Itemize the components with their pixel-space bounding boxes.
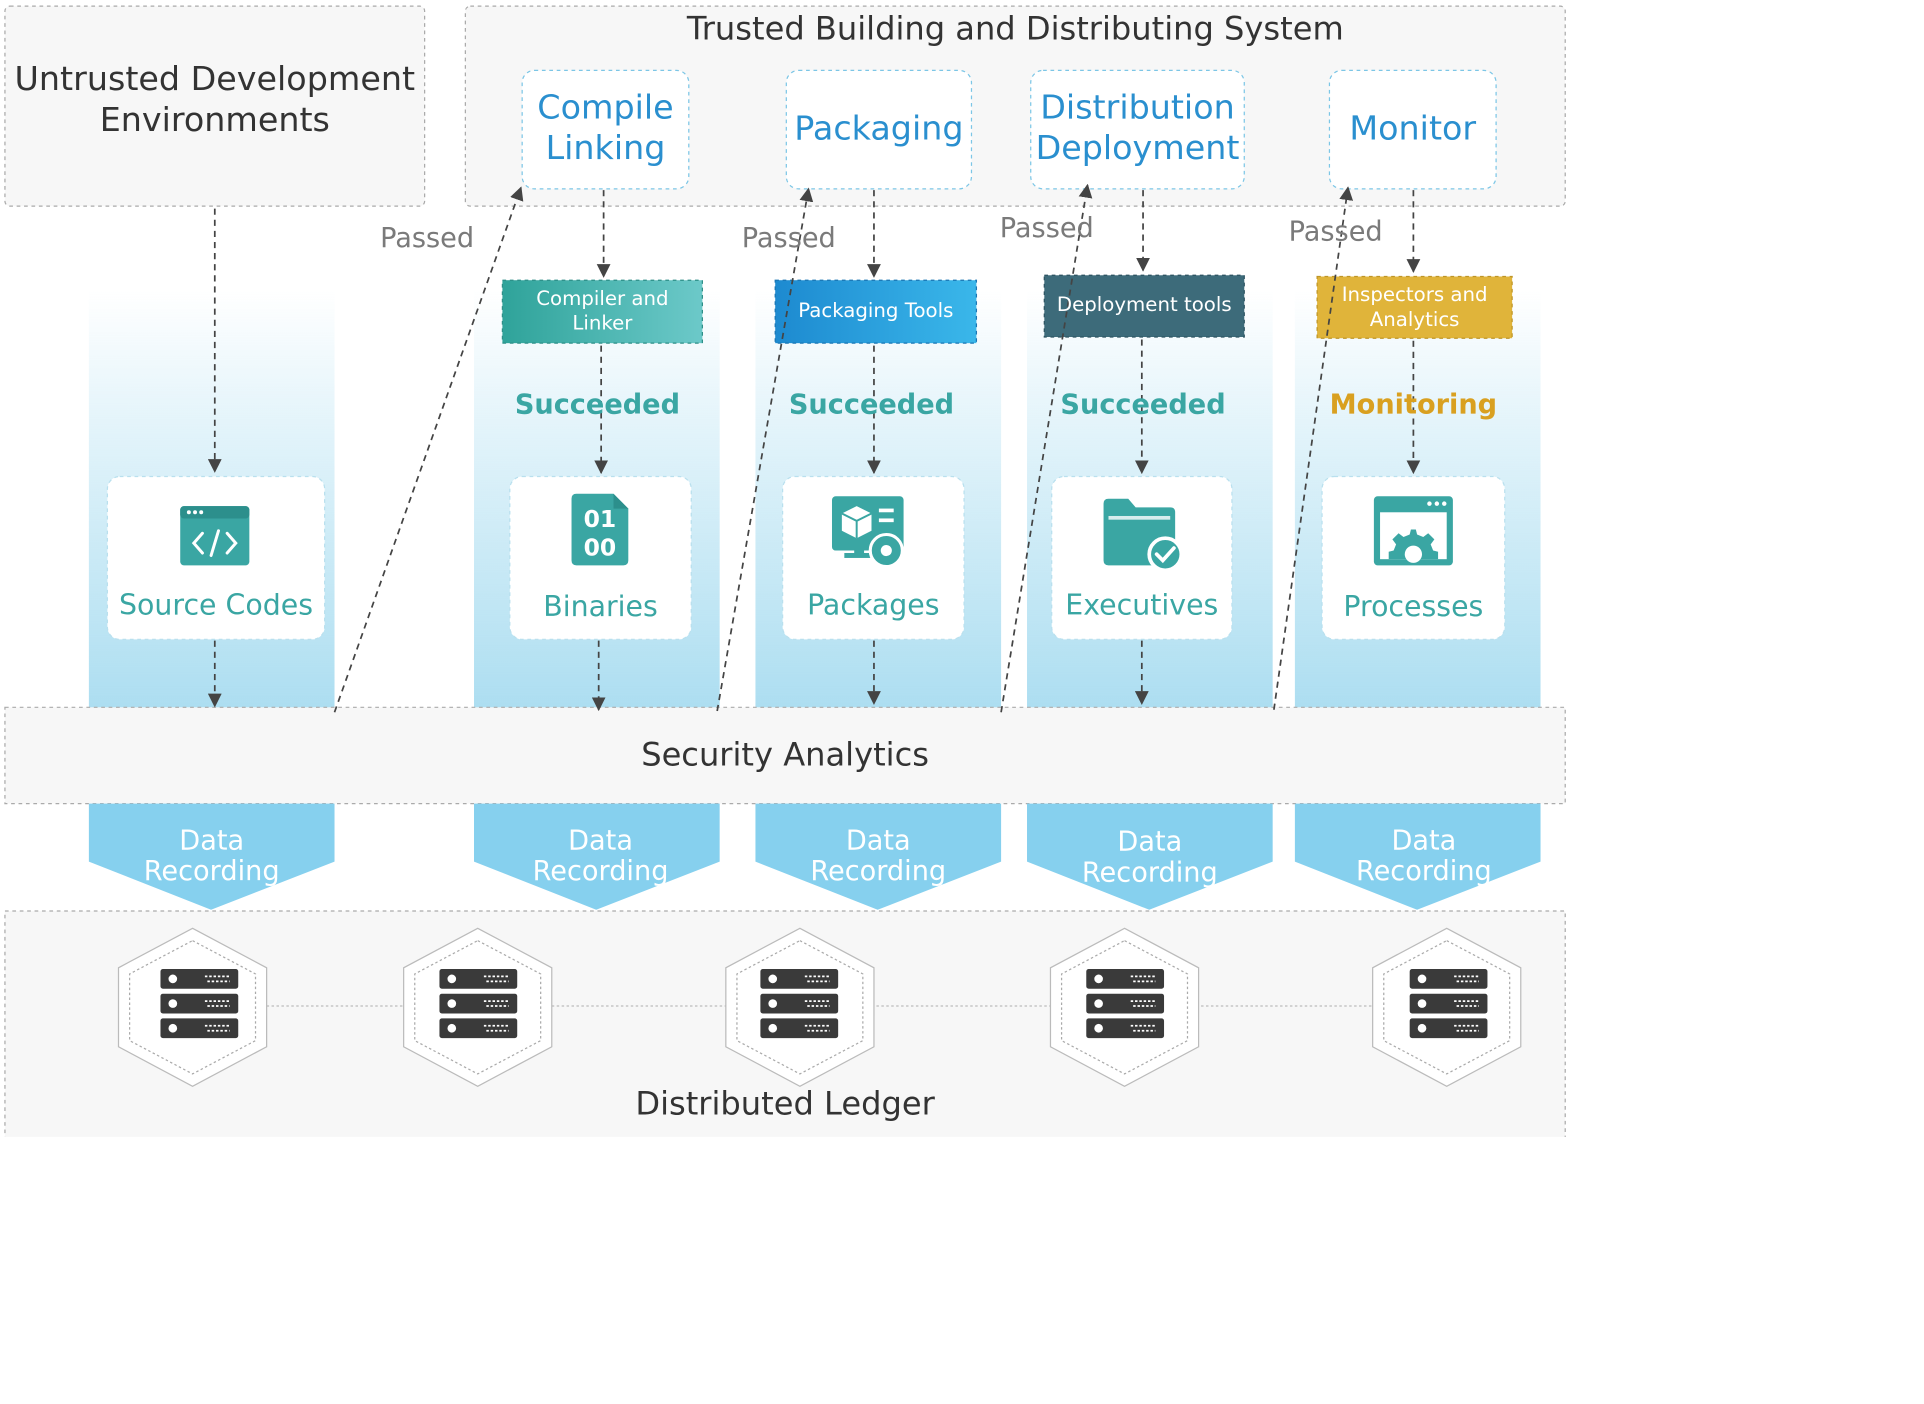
stage-box-packaging: [785, 69, 973, 190]
tool-box-compiler: [501, 279, 703, 344]
stage-label-distribution: Distribution Deployment: [1035, 88, 1240, 168]
tool-label-packaging: Packaging Tools: [798, 298, 954, 323]
data-recording-label-1: Data Recording: [143, 825, 280, 888]
data-recording-label-4: Data Recording: [1081, 827, 1218, 889]
status-deployment: Succeeded: [1060, 390, 1226, 421]
tool-label-inspectors: Inspectors and Analytics: [1341, 282, 1488, 331]
trusted-panel: [464, 5, 1566, 207]
tool-box-inspectors: [1316, 275, 1513, 339]
binary-file-icon: 01 00: [571, 493, 629, 566]
stage-label-compile: Compile Linking: [537, 88, 674, 168]
data-recording-label-2: Data Recording: [532, 825, 669, 888]
stage-box-compile: [521, 69, 690, 190]
flow-arrows: [207, 183, 1421, 713]
artifact-label-executives: Executives: [1065, 590, 1219, 623]
artifact-label-binaries: Binaries: [543, 591, 658, 624]
browser-gear-icon: [1373, 496, 1453, 566]
server-rack-icon: [760, 969, 839, 1039]
server-rack-icon: [160, 969, 239, 1039]
passed-label-3: Passed: [999, 213, 1094, 245]
stage-box-monitor: [1328, 69, 1497, 190]
untrusted-panel: [4, 5, 426, 207]
passed-label-2: Passed: [741, 223, 836, 255]
status-packaging: Succeeded: [788, 390, 955, 421]
binary-glyph-line1: 01: [584, 505, 617, 533]
data-recording-chevrons: [88, 803, 1541, 910]
security-analytics-label: Security Analytics: [641, 736, 929, 774]
status-compile: Succeeded: [514, 390, 681, 421]
distributed-ledger-label: Distributed Ledger: [635, 1086, 935, 1124]
diagram-canvas: 01 00: [4, 5, 1566, 1137]
server-rack-icon: [1409, 969, 1488, 1039]
artifact-label-source-codes: Source Codes: [119, 590, 314, 623]
tool-box-deployment: [1043, 274, 1245, 338]
artifact-label-packages: Packages: [807, 590, 940, 623]
data-recording-label-3: Data Recording: [810, 825, 947, 888]
binary-glyph-line2: 00: [584, 533, 617, 561]
stage-label-monitor: Monitor: [1349, 109, 1477, 149]
passed-label-1: Passed: [380, 223, 475, 255]
folder-check-icon: [1103, 498, 1184, 573]
server-rack-icon: [439, 969, 518, 1039]
trusted-title: Trusted Building and Distributing System: [686, 11, 1344, 49]
server-rack-icon: [1086, 969, 1165, 1039]
passed-label-4: Passed: [1288, 217, 1383, 249]
artifact-label-processes: Processes: [1343, 591, 1484, 624]
code-window-icon: [180, 506, 250, 566]
stage-label-packaging: Packaging: [794, 109, 964, 149]
data-recording-label-5: Data Recording: [1355, 825, 1492, 888]
status-monitoring: Monitoring: [1329, 390, 1498, 421]
package-server-icon: [831, 496, 904, 569]
tool-label-deployment: Deployment tools: [1056, 292, 1232, 317]
stage-box-distribution: [1030, 69, 1245, 190]
tool-label-compiler: Compiler and Linker: [536, 286, 669, 335]
untrusted-title: Untrusted Development Environments: [14, 60, 416, 140]
tool-box-packaging: [774, 279, 978, 344]
